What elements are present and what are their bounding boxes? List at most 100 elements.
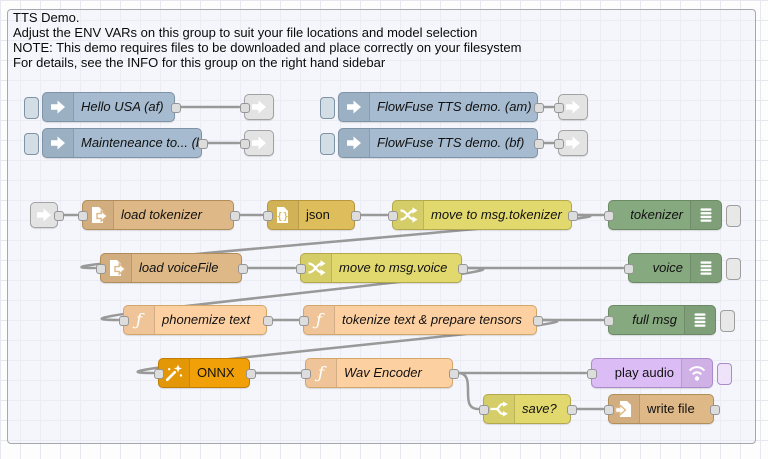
- function-icon: ƒ: [124, 306, 155, 334]
- output-port[interactable]: [458, 264, 468, 274]
- debug-toggle-button[interactable]: [720, 310, 735, 332]
- svg-text:ƒ: ƒ: [314, 364, 327, 384]
- node-change-tokenizer[interactable]: move to msg.tokenizer: [388, 200, 578, 230]
- wire-change-tokenizer-to-load-voicefile[interactable]: [80, 213, 592, 270]
- input-port[interactable]: [604, 316, 614, 326]
- output-port[interactable]: [198, 139, 208, 149]
- output-port[interactable]: [351, 211, 361, 221]
- inject-button[interactable]: [320, 97, 335, 119]
- inject-arrow-icon: [339, 129, 370, 157]
- input-port[interactable]: [119, 316, 129, 326]
- input-port[interactable]: [624, 264, 634, 274]
- node-write-file[interactable]: write file: [604, 394, 720, 424]
- node-inject-maintenance[interactable]: Mainteneance to... (bm): [24, 128, 208, 158]
- node-link-out-am[interactable]: [554, 94, 588, 120]
- node-json[interactable]: {} json: [263, 200, 361, 230]
- output-port[interactable]: [533, 316, 543, 326]
- node-label: voice: [652, 260, 683, 275]
- input-port[interactable]: [263, 211, 273, 221]
- output-port[interactable]: [230, 211, 240, 221]
- link-arrow-icon: [245, 95, 273, 119]
- input-port[interactable]: [604, 211, 614, 221]
- input-port[interactable]: [154, 369, 164, 379]
- node-inject-flowfuse-bf[interactable]: FlowFuse TTS demo. (bf): [320, 128, 544, 158]
- input-port[interactable]: [299, 316, 309, 326]
- node-debug-fullmsg[interactable]: full msg: [604, 305, 735, 335]
- input-port[interactable]: [554, 103, 564, 113]
- file-out-icon: [609, 395, 640, 423]
- output-port[interactable]: [534, 139, 544, 149]
- output-port[interactable]: [567, 405, 577, 415]
- output-port[interactable]: [238, 264, 248, 274]
- wire-func-tokenize-to-onnx[interactable]: [136, 318, 559, 375]
- node-debug-voice[interactable]: voice: [624, 253, 741, 283]
- input-port[interactable]: [240, 139, 250, 149]
- node-play-audio[interactable]: play audio: [587, 358, 732, 388]
- input-port[interactable]: [587, 369, 597, 379]
- inject-arrow-icon: [43, 129, 74, 157]
- node-link-in[interactable]: [30, 202, 64, 228]
- node-label: load voiceFile: [139, 260, 219, 275]
- node-label: tokenizer: [630, 207, 683, 222]
- node-label: write file: [647, 401, 695, 416]
- input-port[interactable]: [301, 369, 311, 379]
- wire-change-voice-to-func-phonemize[interactable]: [100, 266, 485, 322]
- node-inject-hello-usa[interactable]: Hello USA (af): [24, 92, 181, 122]
- input-port[interactable]: [240, 103, 250, 113]
- node-inject-flowfuse-am[interactable]: FlowFuse TTS demo. (am): [320, 92, 544, 122]
- output-port[interactable]: [710, 405, 720, 415]
- input-port[interactable]: [78, 211, 88, 221]
- audio-waves-icon: [681, 359, 712, 387]
- node-label: json: [306, 207, 330, 222]
- group-comment[interactable]: TTS Demo.Adjust the ENV VARs on this gro…: [13, 10, 521, 70]
- node-link-out-bm[interactable]: [240, 130, 274, 156]
- node-load-tokenizer[interactable]: load tokenizer: [78, 200, 240, 230]
- svg-text:{}: {}: [277, 212, 289, 223]
- comment-line: Adjust the ENV VARs on this group to sui…: [13, 25, 478, 40]
- input-port[interactable]: [388, 211, 398, 221]
- play-audio-toggle-button[interactable]: [717, 363, 732, 385]
- output-port[interactable]: [246, 369, 256, 379]
- node-label: load tokenizer: [121, 207, 202, 222]
- inject-button[interactable]: [24, 133, 39, 155]
- node-label: FlowFuse TTS demo. (bf): [377, 135, 525, 150]
- node-link-out-bf[interactable]: [554, 130, 588, 156]
- input-port[interactable]: [604, 405, 614, 415]
- node-label: FlowFuse TTS demo. (am): [377, 99, 532, 114]
- comment-line: For details, see the INFO for this group…: [13, 55, 386, 70]
- output-port[interactable]: [263, 316, 273, 326]
- function-icon: ƒ: [306, 359, 337, 387]
- node-switch-save[interactable]: save?: [479, 394, 577, 424]
- output-port[interactable]: [54, 211, 64, 221]
- input-port[interactable]: [296, 264, 306, 274]
- debug-toggle-button[interactable]: [726, 258, 741, 280]
- node-load-voicefile[interactable]: load voiceFile: [96, 253, 248, 283]
- node-label: move to msg.voice: [339, 260, 448, 275]
- node-onnx[interactable]: ONNX: [154, 358, 256, 388]
- svg-text:ƒ: ƒ: [132, 311, 145, 331]
- node-debug-tokenizer[interactable]: tokenizer: [604, 200, 741, 230]
- output-port[interactable]: [449, 369, 459, 379]
- node-label: play audio: [614, 365, 674, 380]
- wand-icon: [159, 359, 190, 387]
- input-port[interactable]: [554, 139, 564, 149]
- debug-toggle-button[interactable]: [726, 205, 741, 227]
- wire-func-wav-encoder-to-switch-save[interactable]: [456, 371, 480, 411]
- node-func-phonemize[interactable]: ƒ phonemize text: [119, 305, 273, 335]
- node-label: full msg: [632, 312, 677, 327]
- inject-button[interactable]: [320, 133, 335, 155]
- inject-button[interactable]: [24, 97, 39, 119]
- debug-icon: [690, 201, 721, 229]
- node-link-out-hello[interactable]: [240, 94, 274, 120]
- input-port[interactable]: [479, 405, 489, 415]
- node-label: Mainteneance to... (bm): [81, 135, 201, 150]
- output-port[interactable]: [171, 103, 181, 113]
- output-port[interactable]: [568, 211, 578, 221]
- input-port[interactable]: [96, 264, 106, 274]
- node-label: phonemize text: [162, 312, 251, 327]
- node-change-voice[interactable]: move to msg.voice: [296, 253, 468, 283]
- output-port[interactable]: [534, 103, 544, 113]
